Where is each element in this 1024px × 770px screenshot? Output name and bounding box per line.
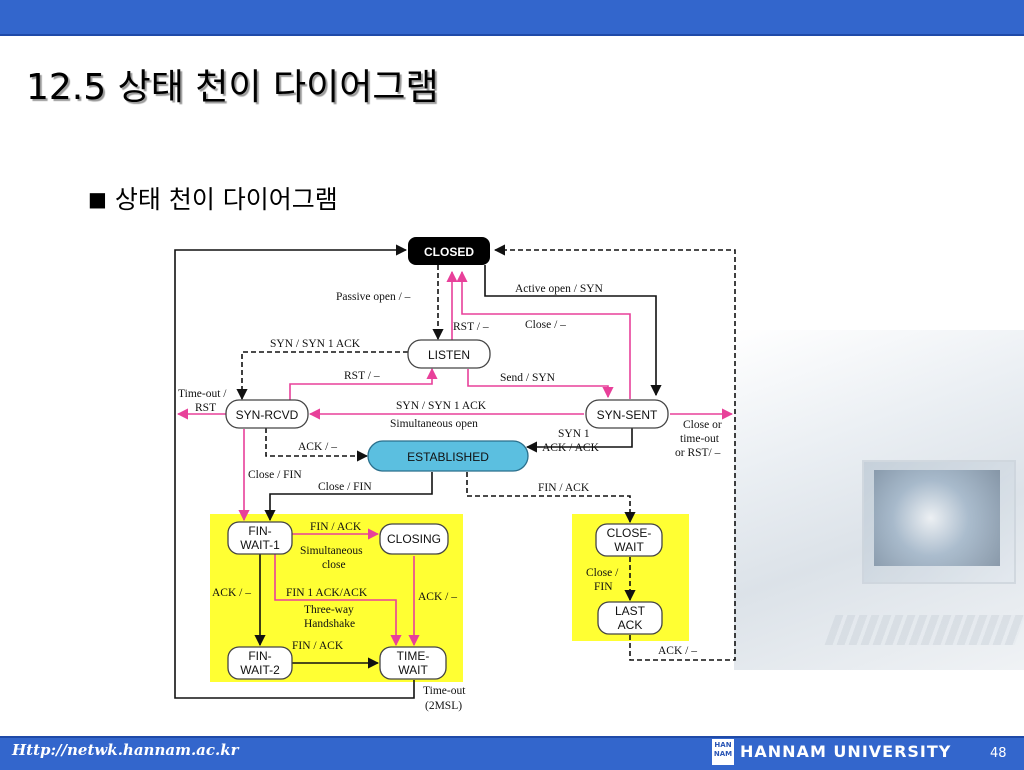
label-close-timeout-2: time-out xyxy=(680,433,720,445)
state-closing-label: CLOSING xyxy=(387,532,441,546)
state-listen xyxy=(407,339,491,369)
edge-send-syn xyxy=(467,369,614,399)
state-close-wait xyxy=(595,523,663,557)
edge-syn1-ack xyxy=(525,428,633,453)
edge-close-synsent xyxy=(456,270,631,399)
background-screen-image xyxy=(874,470,1000,566)
state-close-wait-label-1: CLOSE- xyxy=(607,526,652,540)
label-close-fin-left: Close / FIN xyxy=(248,469,302,481)
edge-fin1-ackack xyxy=(274,554,402,647)
state-closing xyxy=(379,523,449,555)
label-close-fin-cw-1: Close / xyxy=(586,567,619,579)
state-fin-wait-2-label-2: WAIT-2 xyxy=(240,663,280,677)
state-listen-label: LISTEN xyxy=(428,348,470,362)
label-close-fin-cw-2: FIN xyxy=(594,581,613,593)
state-syn-rcvd-label: SYN-RCVD xyxy=(236,408,299,422)
state-syn-rcvd xyxy=(225,399,309,429)
edge-rst-synrcvd xyxy=(289,367,438,400)
state-fin-wait-2-label-1: FIN- xyxy=(248,649,271,663)
state-time-wait xyxy=(379,646,447,680)
state-fin-wait-1 xyxy=(227,521,293,555)
label-syn1-ack-2: ACK / ACK xyxy=(542,442,600,454)
state-fin-wait-1-label-2: WAIT-1 xyxy=(240,538,280,552)
page-number: 48 xyxy=(990,746,1007,761)
label-simultaneous-close-2: close xyxy=(322,559,346,571)
edge-fin-ack-est xyxy=(466,472,636,524)
label-fin-ack-est: FIN / ACK xyxy=(538,482,590,494)
label-rst-synrcvd: RST / – xyxy=(344,370,380,382)
label-timeout-rst-1: Time-out / xyxy=(178,388,227,400)
label-three-way-1: Three-way xyxy=(304,604,354,616)
bullet-text: 상태 천이 다이어그램 xyxy=(114,185,338,214)
label-ack-lastack: ACK / – xyxy=(658,645,697,657)
top-banner xyxy=(0,0,1024,36)
state-closed-label: CLOSED xyxy=(424,245,474,259)
state-syn-sent-label: SYN-SENT xyxy=(597,408,658,422)
label-send-syn: Send / SYN xyxy=(500,372,556,384)
label-close-synsent: Close / – xyxy=(525,319,566,331)
state-transition-diagram: CLOSED LISTEN SYN-RCVD SYN-SENT ESTABLIS… xyxy=(174,237,736,712)
bullet-item: ■ 상태 천이 다이어그램 xyxy=(88,180,338,216)
state-time-wait-label-2: WAIT xyxy=(398,663,428,677)
label-close-timeout-1: Close or xyxy=(683,419,722,431)
label-active-open: Active open / SYN xyxy=(515,283,604,295)
university-logo-icon: HAN NAM xyxy=(712,739,734,765)
bullet-square-icon: ■ xyxy=(88,187,107,211)
label-timeout-2msl-1: Time-out xyxy=(423,685,466,697)
footer-banner xyxy=(0,736,1024,770)
state-fin-wait-2 xyxy=(227,646,293,680)
label-close-timeout-3: or RST/ – xyxy=(675,447,721,459)
state-last-ack xyxy=(597,601,663,635)
label-close-fin-est: Close / FIN xyxy=(318,481,372,493)
label-rst-listen: RST / – xyxy=(453,321,489,333)
state-last-ack-label-1: LAST xyxy=(615,604,646,618)
edge-ack-est xyxy=(265,428,369,462)
label-fin-ack-fw2: FIN / ACK xyxy=(292,640,344,652)
edge-close-fin-est xyxy=(264,472,433,522)
edge-ack-lastack xyxy=(493,244,736,661)
label-passive-open: Passive open / – xyxy=(336,291,411,303)
footer-url-link[interactable]: Http://netwk.hannam.ac.kr xyxy=(12,741,239,759)
state-time-wait-label-1: TIME- xyxy=(397,649,430,663)
footer-university-name: HANNAM UNIVERSITY xyxy=(740,742,952,761)
state-syn-sent xyxy=(585,399,669,429)
label-fin-ack-fw1: FIN / ACK xyxy=(310,521,362,533)
label-ack-closing: ACK / – xyxy=(418,591,457,603)
state-last-ack-label-2: ACK xyxy=(618,618,643,632)
slide-title: 12.5 상태 천이 다이어그램 xyxy=(26,67,439,108)
state-close-wait-label-2: WAIT xyxy=(614,540,644,554)
state-established-label: ESTABLISHED xyxy=(407,450,489,464)
label-syn1-ack-1: SYN 1 xyxy=(558,428,590,440)
label-fin1-ackack: FIN 1 ACK/ACK xyxy=(286,587,368,599)
label-simultaneous-open-2: Simultaneous open xyxy=(390,418,478,430)
state-established xyxy=(367,440,529,472)
label-ack-est: ACK / – xyxy=(298,441,337,453)
state-fin-wait-1-label-1: FIN- xyxy=(248,524,271,538)
edge-syn-synack xyxy=(236,351,408,401)
edge-timeout-2msl xyxy=(174,244,415,699)
label-timeout-2msl-2: (2MSL) xyxy=(425,700,462,712)
edge-active-open xyxy=(484,265,662,397)
label-syn-synack: SYN / SYN 1 ACK xyxy=(270,338,361,350)
label-three-way-2: Handshake xyxy=(304,618,355,630)
state-closed xyxy=(408,237,490,265)
label-timeout-rst-2: RST xyxy=(195,402,216,414)
label-ack-fw1: ACK / – xyxy=(212,587,251,599)
label-simultaneous-open-1: SYN / SYN 1 ACK xyxy=(396,400,487,412)
label-simultaneous-close-1: Simultaneous xyxy=(300,545,363,557)
background-keyboard-image xyxy=(824,615,1024,645)
